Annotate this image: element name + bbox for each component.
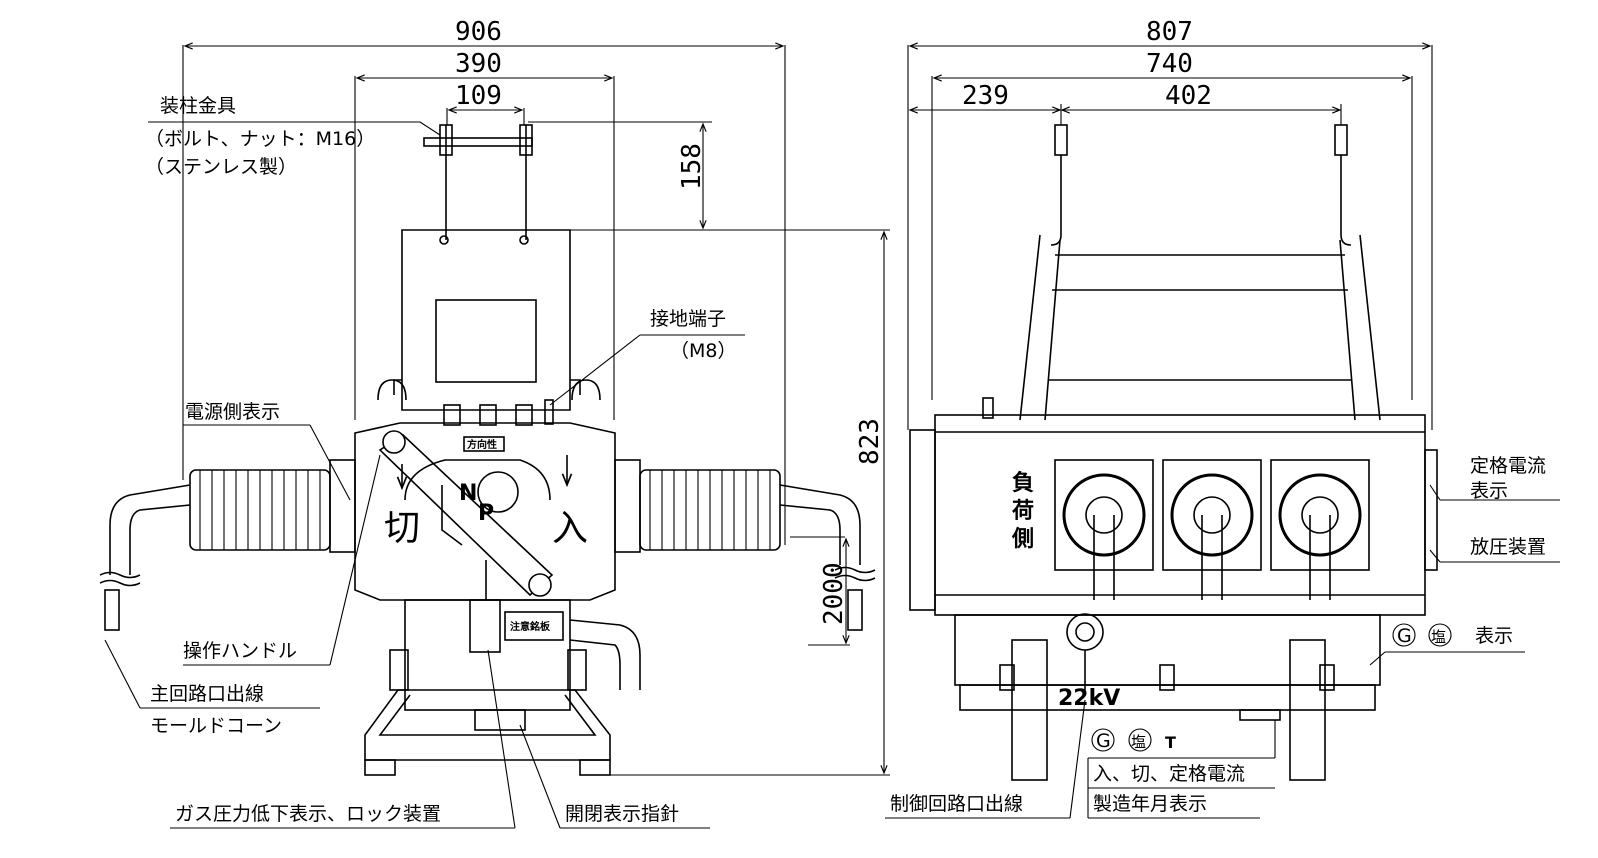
mounting-bracket — [423, 124, 533, 245]
label-open-close-indicator: 開閉表示指針 — [565, 803, 679, 825]
dim-823: 823 — [855, 418, 885, 465]
dim-109: 109 — [455, 81, 502, 111]
load-side-2: 荷 — [1012, 499, 1034, 524]
dim-740: 740 — [1146, 49, 1193, 79]
left-dimensions: 906 390 109 158 823 2000 — [182, 17, 890, 776]
right-view: 807 740 239 402 — [885, 17, 1560, 819]
g-symbol: G — [1397, 625, 1412, 647]
right-labels: 定格電流 表示 放圧装置 G 塩 表示 G 塩 T 入、切、定格電流 製造年月表… — [885, 455, 1560, 819]
label-control-outlet: 制御回路口出線 — [890, 793, 1023, 815]
right-dimensions: 807 740 239 402 — [907, 17, 1433, 430]
dim-239: 239 — [962, 81, 1009, 111]
to-symbol: T — [1165, 733, 1176, 752]
lower-body: 注意銘板 — [364, 599, 641, 776]
label-mold-cone: モールドコーン — [150, 715, 282, 737]
on-label: 入 — [552, 508, 588, 549]
dim-390: 390 — [455, 49, 502, 79]
right-lower-base: 22kV — [954, 613, 1381, 781]
label-gas-pressure: ガス圧力低下表示、ロック装置 — [175, 803, 441, 825]
g-circle-2 — [1091, 728, 1115, 752]
right-main-box: 負 荷 側 — [909, 414, 1438, 616]
direction-label: 方向性 — [467, 438, 497, 451]
dim-2000: 2000 — [819, 562, 849, 625]
load-side-3: 側 — [1011, 527, 1034, 552]
label-ground-size: （M8） — [670, 340, 736, 362]
label-pressure-relief: 放圧装置 — [1470, 536, 1546, 558]
g-circle — [1392, 623, 1416, 647]
label-manufacture-date: 製造年月表示 — [1093, 793, 1207, 815]
handle-n: N — [459, 481, 477, 506]
load-side-1: 負 — [1012, 470, 1034, 496]
label-bolt-nut: （ボルト、ナット：M16） — [145, 128, 375, 150]
label-on-off-rated: 入、切、定格電流 — [1093, 763, 1245, 785]
label-source-side: 電源側表示 — [185, 401, 280, 423]
label-rated-current: 定格電流 — [1470, 455, 1546, 477]
handle-p: P — [478, 501, 494, 526]
off-label: 切 — [384, 508, 420, 549]
voltage-label: 22kV — [1058, 686, 1120, 711]
label-ground-terminal: 接地端子 — [650, 308, 726, 330]
main-body: 方向性 切 入 N P — [354, 422, 616, 601]
dim-906: 906 — [455, 17, 502, 47]
dim-402: 402 — [1165, 81, 1212, 111]
dim-158: 158 — [677, 143, 707, 190]
upper-plate — [377, 229, 601, 426]
label-stainless: （ステンレス製） — [145, 156, 297, 178]
caution-plate-label: 注意銘板 — [510, 620, 551, 633]
label-mounting-bracket: 装柱金具 — [160, 95, 236, 117]
dim-807: 807 — [1146, 17, 1193, 47]
left-view: 906 390 109 158 823 2000 — [99, 17, 890, 829]
salt-symbol: 塩 — [1431, 628, 1446, 646]
bellows-right — [614, 459, 876, 631]
label-rated-current-sub: 表示 — [1470, 480, 1508, 502]
salt-circle — [1428, 623, 1452, 647]
right-bracket — [982, 124, 1381, 421]
bellows-left — [99, 459, 356, 631]
salt-symbol-2: 塩 — [1131, 733, 1146, 751]
salt-circle-2 — [1128, 728, 1152, 752]
label-g-salt-display: 表示 — [1475, 625, 1513, 647]
label-main-circuit-outlet: 主回路口出線 — [150, 683, 264, 705]
left-labels: 装柱金具 （ボルト、ナット：M16） （ステンレス製） 接地端子 （M8） 電源… — [104, 95, 745, 829]
label-operating-handle: 操作ハンドル — [183, 640, 297, 662]
g-symbol-2: G — [1096, 730, 1111, 752]
